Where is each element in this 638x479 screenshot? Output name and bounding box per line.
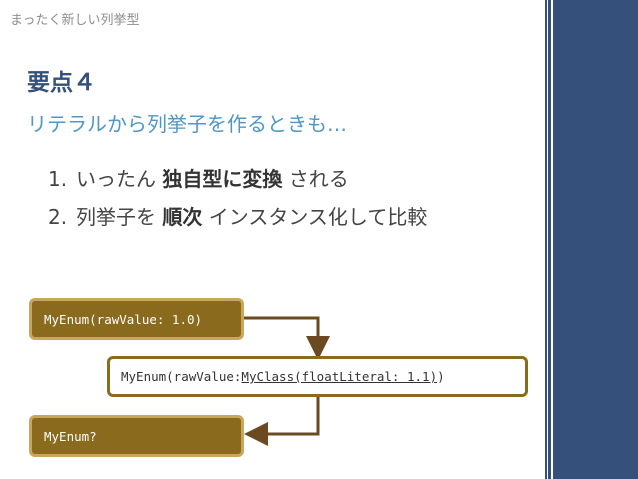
point-text: 列挙子を xyxy=(76,205,163,229)
slide-title: 要点４ xyxy=(27,70,96,96)
code-text: ) xyxy=(437,369,445,384)
list-item: 1. いったん 独自型に変換 される xyxy=(48,160,427,198)
slide-header: まったく新しい列挙型 xyxy=(10,13,140,28)
point-text: される xyxy=(282,167,349,191)
code-text: MyEnum? xyxy=(44,428,97,444)
code-text: MyEnum(rawValue: xyxy=(121,369,242,384)
stripe xyxy=(542,0,545,479)
point-list: 1. いったん 独自型に変換 される 2. 列挙子を 順次 インスタンス化して比較 xyxy=(48,160,427,236)
point-emphasis: 順次 xyxy=(162,205,203,229)
stripe xyxy=(547,0,548,479)
code-text: MyEnum(rawValue: 1.0) xyxy=(44,311,203,327)
list-number: 2. xyxy=(48,205,68,229)
point-emphasis: 独自型に変換 xyxy=(162,167,283,191)
slide-subtitle: リテラルから列挙子を作るときも… xyxy=(27,112,347,136)
code-box-result: MyEnum? xyxy=(29,415,244,457)
list-number: 1. xyxy=(48,167,68,191)
point-text: いったん xyxy=(76,167,163,191)
arrow-box1-to-box2 xyxy=(244,316,330,360)
point-text: インスタンス化して比較 xyxy=(202,205,428,229)
stripe xyxy=(551,0,553,479)
code-underlined: MyClass(floatLiteral: 1.1) xyxy=(241,369,438,384)
sidebar-decoration xyxy=(542,0,638,479)
code-box-input: MyEnum(rawValue: 1.0) xyxy=(29,298,244,340)
code-box-conversion: MyEnum(rawValue: MyClass(floatLiteral: 1… xyxy=(107,356,528,397)
arrow-box2-to-box3 xyxy=(244,397,320,446)
list-item: 2. 列挙子を 順次 インスタンス化して比較 xyxy=(48,198,427,236)
